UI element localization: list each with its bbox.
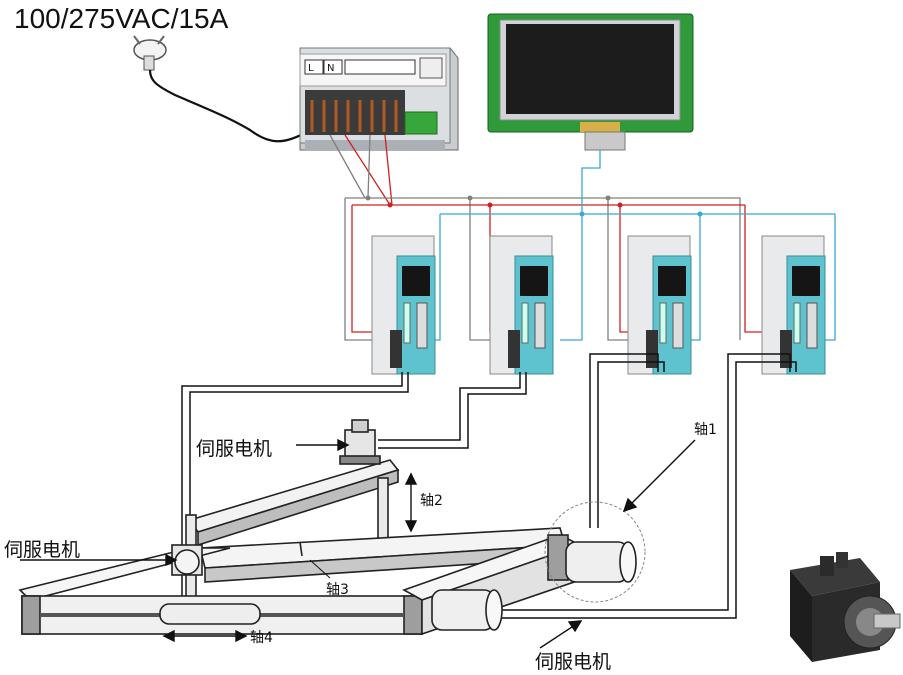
annotation-arrows [20, 438, 696, 649]
gantry-machine [18, 419, 637, 636]
motor-cables [181, 353, 797, 619]
servo-driver-1 [371, 235, 436, 375]
psu-terminal-l: L [308, 63, 314, 74]
psu-terminal-n: N [327, 63, 334, 74]
servo-motor-label-top: 伺服电机 [196, 438, 272, 460]
ac-plug-icon [133, 35, 167, 71]
servo-driver-2 [489, 235, 554, 375]
power-spec-label: 100/275VAC/15A [14, 3, 229, 34]
axis4-label: 轴4 [250, 630, 273, 646]
servo-driver-4 [761, 235, 826, 375]
power-supply-unit: L N [299, 47, 459, 151]
axis3-label: 轴3 [326, 582, 349, 598]
axis2-label: 轴2 [420, 493, 443, 509]
power-cord [148, 69, 311, 143]
wiring-harness [329, 134, 836, 341]
axis1-highlight-circle [544, 501, 646, 603]
servo-motor-label-left: 伺服电机 [4, 539, 80, 561]
axis1-label: 轴1 [694, 422, 717, 438]
servo-driver-3 [627, 235, 692, 375]
servo-motor-label-bottom: 伺服电机 [535, 651, 611, 673]
hmi-touch-screen [487, 13, 694, 151]
servo-motor-photo [790, 552, 901, 662]
